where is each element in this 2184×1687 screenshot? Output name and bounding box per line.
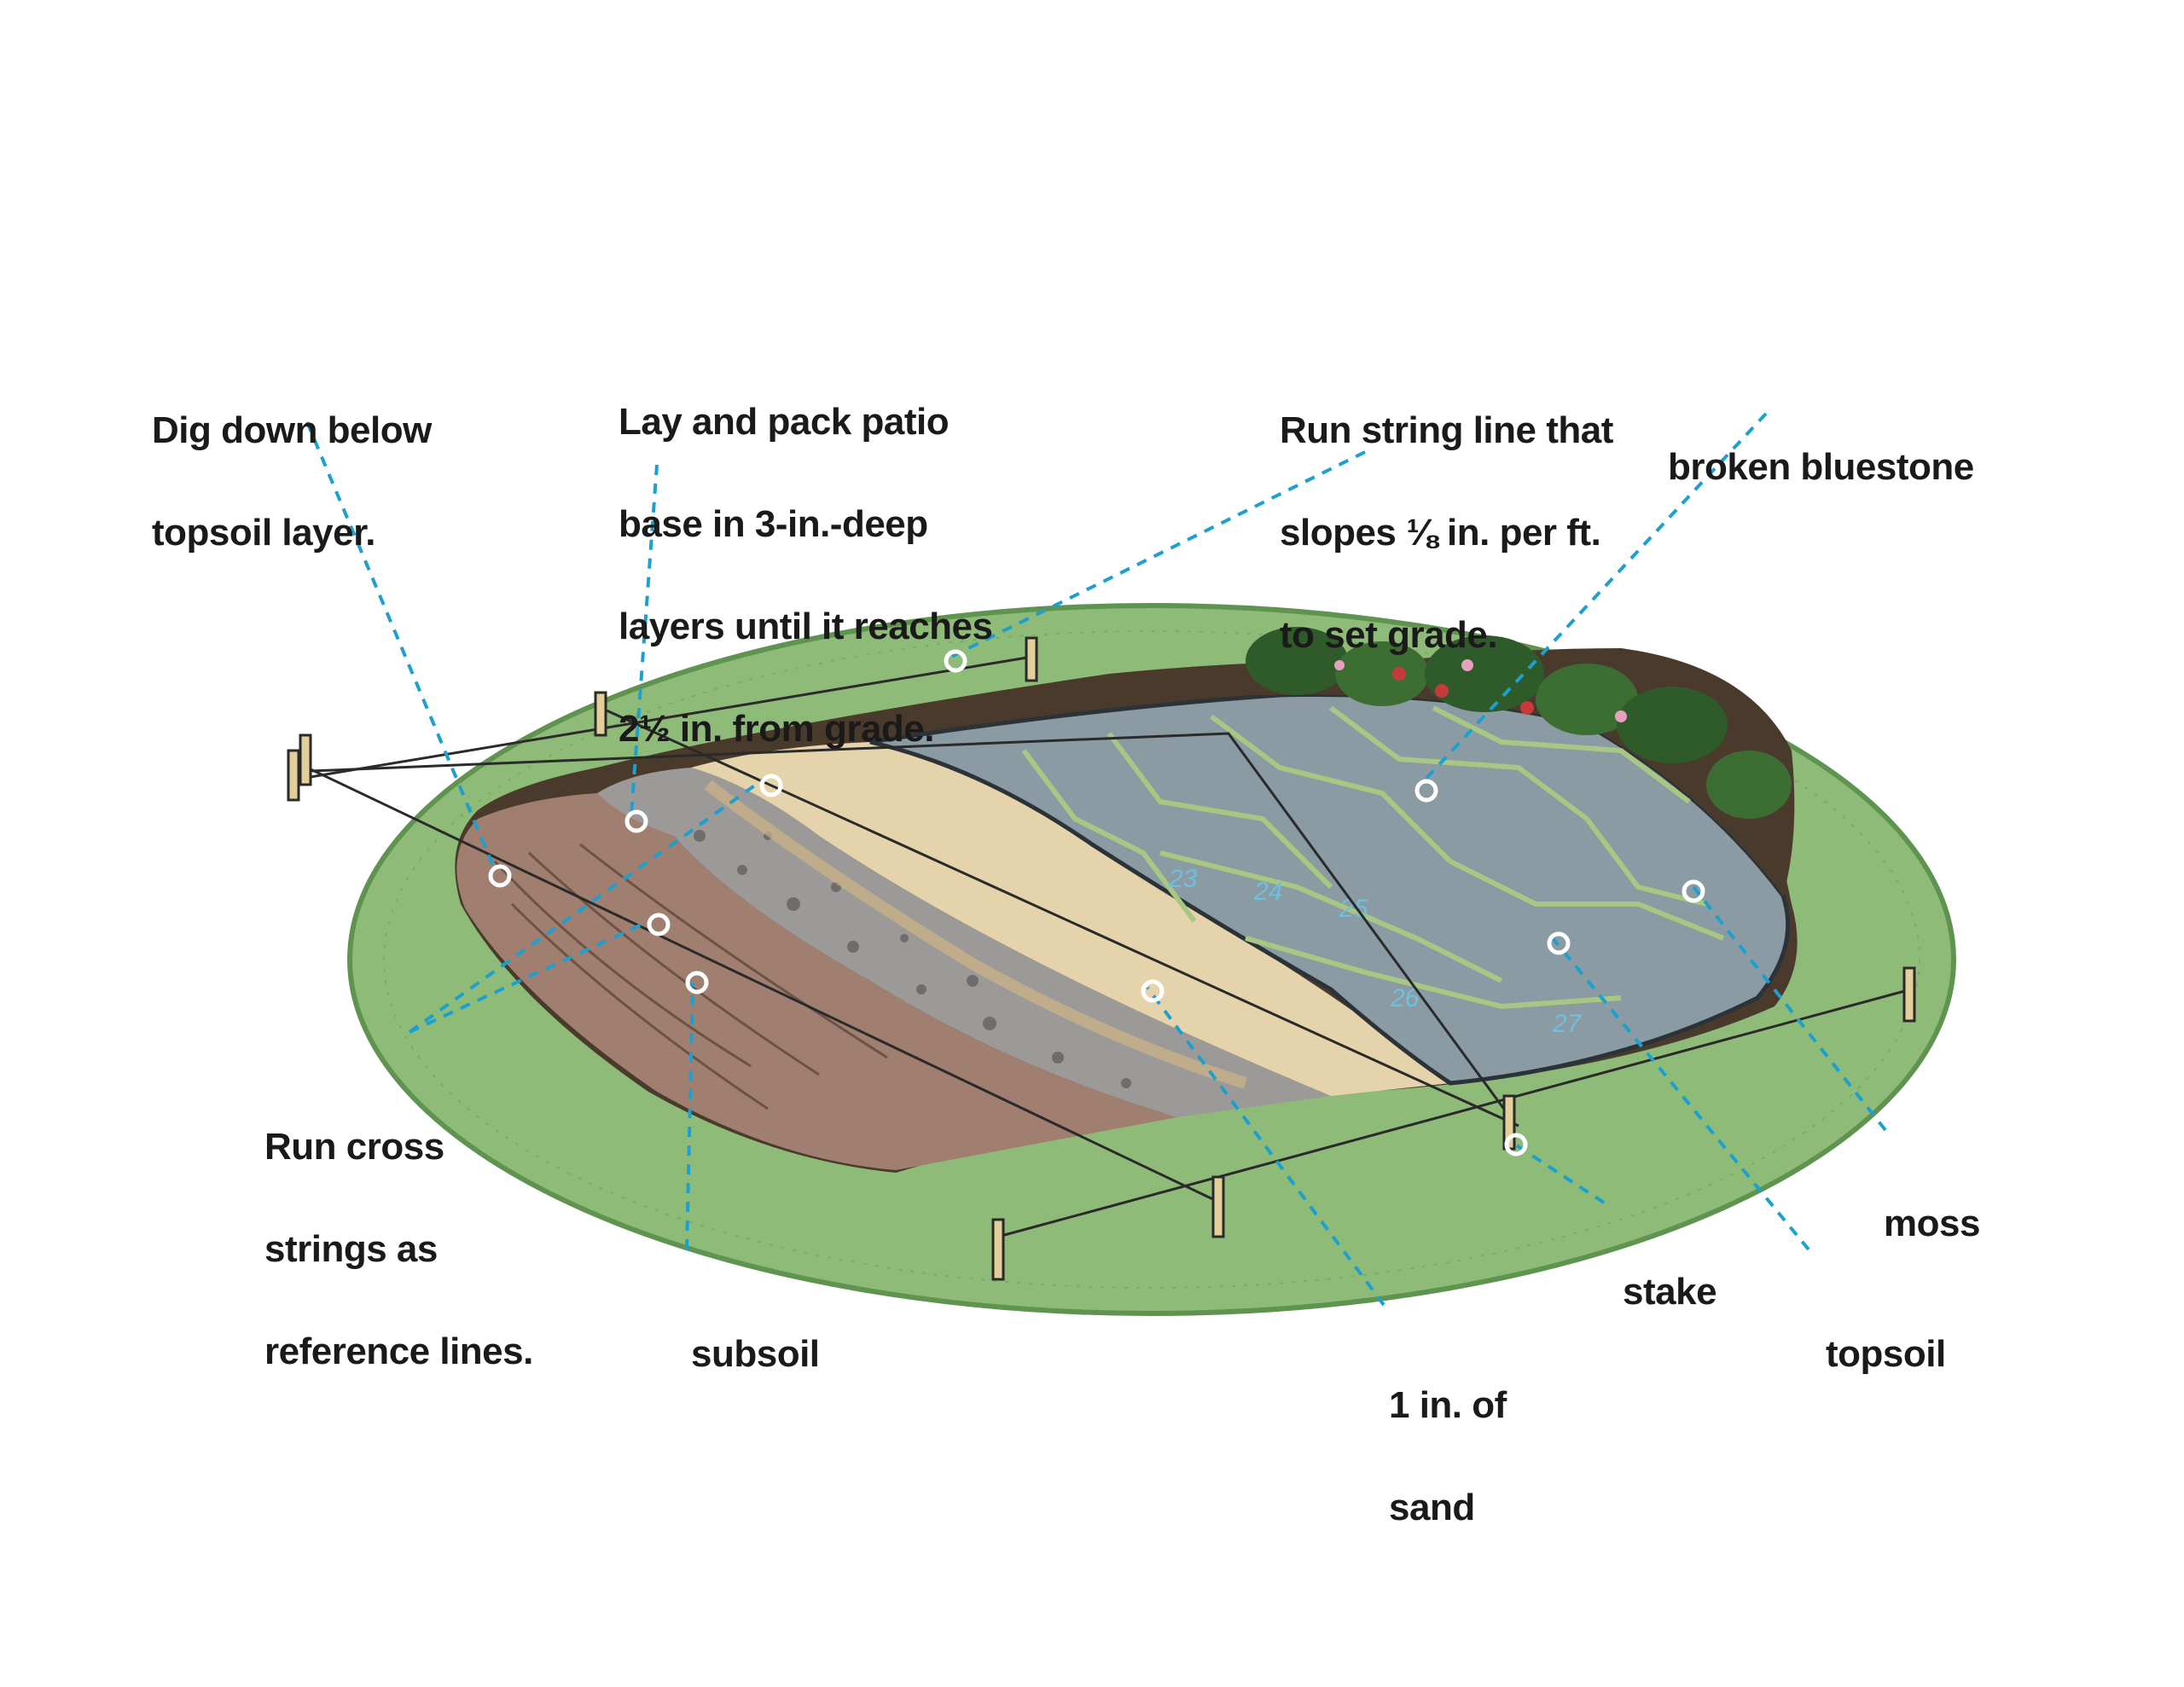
label-line: sand <box>1389 1487 1475 1528</box>
label-line: strings as <box>264 1228 438 1270</box>
garden-plants <box>1246 627 1792 819</box>
label-line: topsoil <box>1826 1333 1946 1375</box>
label-line: broken bluestone <box>1668 446 1974 488</box>
stone-numbers: 23 24 25 26 27 <box>1168 865 1583 1038</box>
string-line <box>289 732 1512 1118</box>
callout-line-lay <box>630 464 659 815</box>
stone-number: 24 <box>1253 878 1282 906</box>
callout-line-moss <box>1692 885 1887 1132</box>
label-line: base in 3-in.-deep <box>619 503 928 545</box>
bluestone-patio <box>869 692 1791 1086</box>
stake <box>991 1218 1005 1281</box>
label-line: Lay and pack patio <box>619 401 950 443</box>
stone-number: 27 <box>1552 1010 1583 1038</box>
label-lay: Lay and pack patio base in 3-in.-deep la… <box>619 337 993 780</box>
grass-texture <box>383 630 1920 1289</box>
callout-line-dig <box>305 421 497 871</box>
stake <box>1902 966 1916 1023</box>
label-line: stake <box>1623 1271 1717 1313</box>
stakes <box>287 636 1916 1281</box>
sand-shade <box>704 780 1248 1089</box>
label-line: Dig down below <box>152 409 432 451</box>
gravel-base-layer <box>597 768 1331 1117</box>
label-dig: Dig down below topsoil layer. <box>152 345 432 584</box>
callout-markers <box>488 649 1705 1157</box>
callout-line-string <box>950 450 1366 658</box>
callout-marker <box>1141 979 1165 1003</box>
callout-marker <box>647 913 671 936</box>
callout-line-sand <box>1146 986 1385 1307</box>
label-stake: stake <box>1623 1207 1717 1343</box>
gravel-texture <box>694 830 1131 1088</box>
string-line <box>997 988 1912 1238</box>
stake <box>1211 1175 1225 1238</box>
string-line <box>289 655 1033 782</box>
callout-marker <box>944 649 967 673</box>
label-moss: moss <box>1884 1139 1980 1275</box>
stone-number: 23 <box>1168 865 1198 893</box>
label-string-slope: Run string line that slopes ⅛ in. per ft… <box>1280 345 1613 687</box>
label-line: 2½ in. from grade. <box>619 708 934 750</box>
callout-marker <box>759 774 783 797</box>
stake <box>1025 636 1038 682</box>
label-line: reference lines. <box>264 1330 533 1372</box>
label-topsoil: topsoil <box>1826 1269 1946 1406</box>
label-line: slopes ⅛ in. per ft. <box>1280 512 1601 554</box>
subsoil-texture <box>493 843 888 1110</box>
bluestone-joints <box>1021 705 1725 1010</box>
label-line: Run string line that <box>1280 409 1613 451</box>
callout-line-bluestone <box>1419 412 1768 786</box>
label-bluestone: broken bluestone <box>1668 382 1974 519</box>
label-cross: Run cross strings as reference lines. <box>264 1062 533 1403</box>
callout-line-cross-2 <box>409 918 653 1034</box>
callout-marker <box>1547 931 1571 955</box>
callout-marker <box>624 809 648 833</box>
callout-marker <box>488 864 512 888</box>
string-line <box>596 704 1519 1128</box>
label-line: Run cross <box>264 1126 444 1168</box>
callout-line-subsoil <box>685 982 694 1250</box>
label-line: to set grade. <box>1280 614 1498 656</box>
label-line: moss <box>1884 1203 1980 1244</box>
label-line: 1 in. of <box>1389 1384 1507 1426</box>
stake <box>299 733 312 786</box>
callout-marker <box>1682 879 1705 903</box>
label-sand: 1 in. of sand <box>1389 1320 1507 1559</box>
stake <box>594 691 607 737</box>
callout-lines <box>305 412 1887 1307</box>
label-subsoil: subsoil <box>691 1269 820 1406</box>
label-line: subsoil <box>691 1333 820 1375</box>
callout-marker <box>1414 779 1438 803</box>
callout-marker <box>1504 1133 1528 1157</box>
label-line: topsoil layer. <box>152 512 375 554</box>
stake <box>287 749 300 802</box>
label-line: layers until it reaches <box>619 606 993 647</box>
callout-marker <box>685 971 709 994</box>
string-line <box>306 766 1221 1204</box>
string-lines <box>289 655 1912 1238</box>
